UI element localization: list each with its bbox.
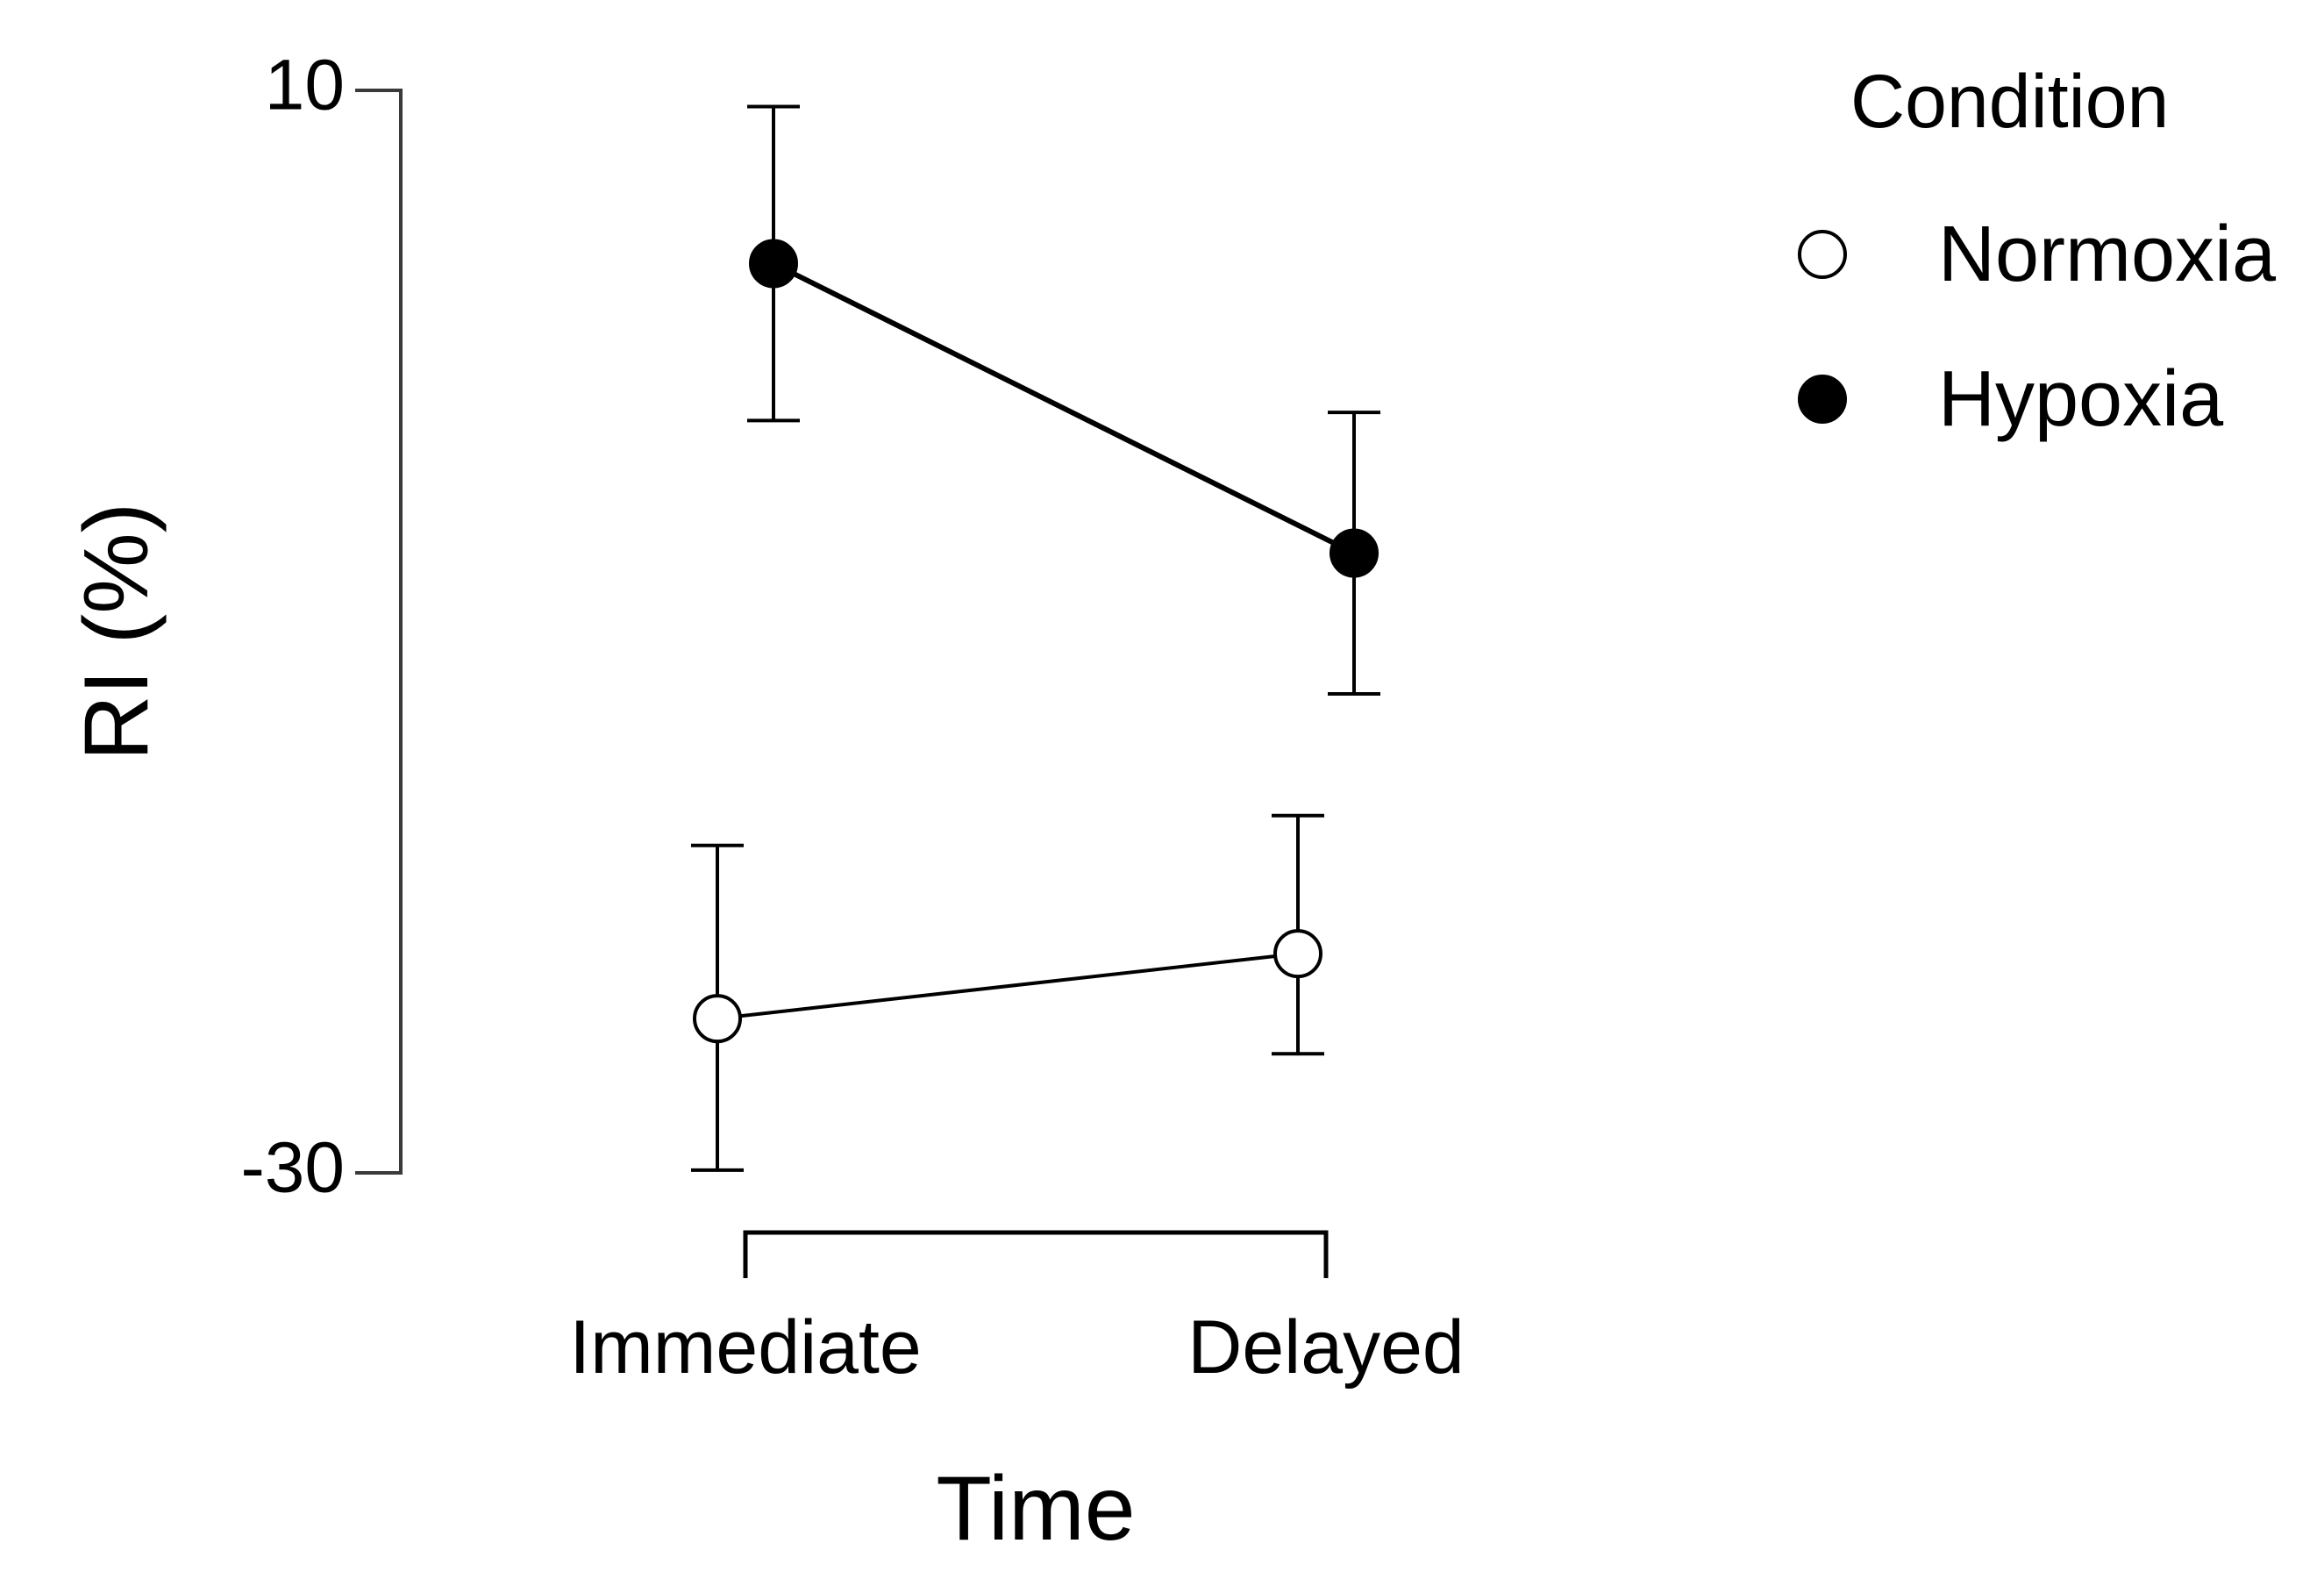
y-axis-title: RI (%) (66, 503, 168, 761)
x-axis-title: Time (936, 1458, 1135, 1560)
series-normoxia (691, 813, 1324, 1172)
series-line-normoxia (716, 952, 1299, 1021)
legend-marker-hypoxia (1798, 375, 1847, 424)
y-tick-label-bottom: -30 (240, 1128, 345, 1208)
legend-label-normoxia: Normoxia (1938, 211, 2277, 298)
legend-label-hypoxia: Hypoxia (1938, 355, 2224, 443)
x-tick-label-delayed: Delayed (1187, 1305, 1465, 1390)
point-hypoxia-immediate (749, 239, 798, 289)
series-line-hypoxia (772, 261, 1356, 556)
legend-marker-normoxia (1798, 230, 1847, 279)
y-axis: 10 -30 RI (%) (66, 46, 403, 1208)
point-normoxia-immediate (693, 994, 742, 1044)
y-tick-label-top: 10 (265, 46, 345, 125)
legend: Condition Normoxia Hypoxia (1798, 60, 2277, 443)
point-normoxia-delayed (1273, 929, 1322, 979)
x-axis: Immediate Delayed Time (569, 1230, 1465, 1560)
y-axis-line (355, 89, 403, 1175)
series-hypoxia (747, 104, 1380, 696)
plot-area (691, 104, 1380, 1172)
x-axis-line (743, 1230, 1329, 1278)
point-hypoxia-delayed (1330, 528, 1379, 578)
x-tick-label-immediate: Immediate (569, 1305, 922, 1390)
legend-title: Condition (1850, 60, 2169, 144)
